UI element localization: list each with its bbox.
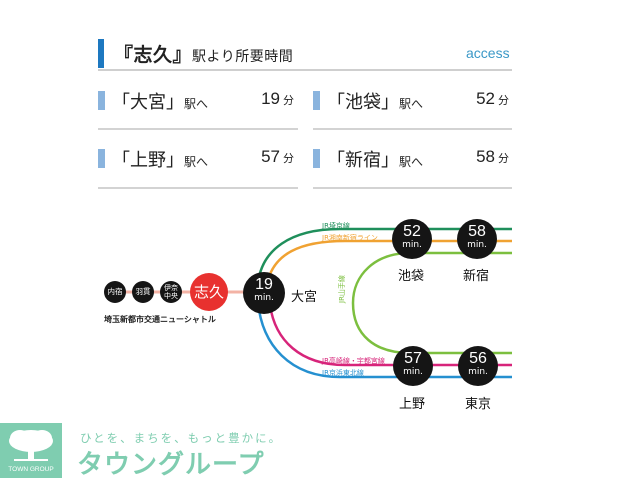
- station-shiku-current: 志久: [190, 273, 228, 311]
- card-marker: [98, 91, 105, 110]
- station-ikebukuro-time: 52 min.: [392, 219, 432, 259]
- card-unit: 分: [283, 152, 294, 165]
- line-label-shonan-shinjuku: JR湘南新宿ライン: [322, 234, 378, 242]
- card-station: 新宿: [345, 150, 381, 171]
- page-title: 『志久』駅より所要時間: [114, 40, 293, 67]
- title-bracket-close: 』: [172, 44, 193, 66]
- takasaki-utsunomiya-line: [268, 304, 512, 367]
- station-label-tokyo: 東京: [465, 397, 492, 412]
- saikyo-line: [256, 227, 512, 284]
- time-value: 19: [255, 276, 273, 293]
- station-label-shinjuku: 新宿: [463, 269, 490, 284]
- card-suffix: 駅へ: [184, 97, 209, 111]
- card-suffix: 駅へ: [399, 155, 424, 169]
- line-label-yamanote: JR山手線: [338, 275, 346, 303]
- station-shinjuku-time: 58 min.: [457, 219, 497, 259]
- station-ueno-time: 57 min.: [393, 346, 433, 386]
- card-marker: [98, 149, 105, 168]
- card-divider: [98, 128, 298, 130]
- line-label-saikyo: JR埼京線: [322, 222, 350, 230]
- card-divider: [98, 187, 298, 189]
- header-accent-bar: [98, 39, 104, 68]
- card-unit: 分: [498, 152, 509, 165]
- card-minutes: 19: [261, 89, 280, 108]
- title-suffix: 駅より所要時間: [192, 49, 294, 65]
- station-omiya-time: 19 min.: [243, 272, 285, 314]
- card-minutes: 58: [476, 147, 495, 166]
- card-station: 上野: [130, 150, 166, 171]
- tree-icon: [9, 430, 53, 461]
- keihin-tohoku-line: [256, 301, 512, 379]
- station-uchijuku: 内宿: [104, 281, 126, 303]
- title-bracket-open: 『: [114, 44, 134, 66]
- line-label-keihin-tohoku: JR京浜東北線: [322, 369, 364, 377]
- station-tokyo-time: 56 min.: [458, 346, 498, 386]
- brand-name: タウングループ: [77, 450, 265, 480]
- yamanote-line: [351, 251, 512, 355]
- title-station: 志久: [133, 44, 173, 66]
- card-unit: 分: [498, 94, 509, 107]
- time-unit: min.: [254, 293, 274, 303]
- card-suffix: 駅へ: [399, 97, 424, 111]
- station-label-omiya: 大宮: [291, 290, 318, 305]
- line-label-takasaki-utsunomiya: JR高崎線・宇都宮線: [322, 357, 385, 365]
- card-suffix: 駅へ: [184, 155, 209, 169]
- access-tag: access: [466, 45, 510, 61]
- station-label-ikebukuro: 池袋: [398, 269, 425, 284]
- card-divider: [313, 187, 512, 189]
- card-marker: [313, 149, 320, 168]
- newshuttle-label: 埼玉新都市交通ニューシャトル: [104, 315, 216, 324]
- station-ina-chuo: 伊奈中央: [160, 281, 182, 303]
- card-unit: 分: [283, 94, 294, 107]
- logo-text: TOWN GROUP: [8, 466, 54, 473]
- shonan-shinjuku-line: [266, 239, 512, 281]
- town-group-logo: [0, 423, 62, 478]
- card-minutes: 57: [261, 147, 280, 166]
- card-marker: [313, 91, 320, 110]
- station-hanuki: 羽貫: [132, 281, 154, 303]
- card-divider: [313, 128, 512, 130]
- header-divider: [98, 69, 512, 71]
- card-station: 大宮: [130, 92, 166, 113]
- slogan: ひとを、まちを、もっと豊かに。: [80, 431, 283, 445]
- station-label-ueno: 上野: [399, 397, 426, 412]
- card-station: 池袋: [345, 92, 381, 113]
- card-minutes: 52: [476, 89, 495, 108]
